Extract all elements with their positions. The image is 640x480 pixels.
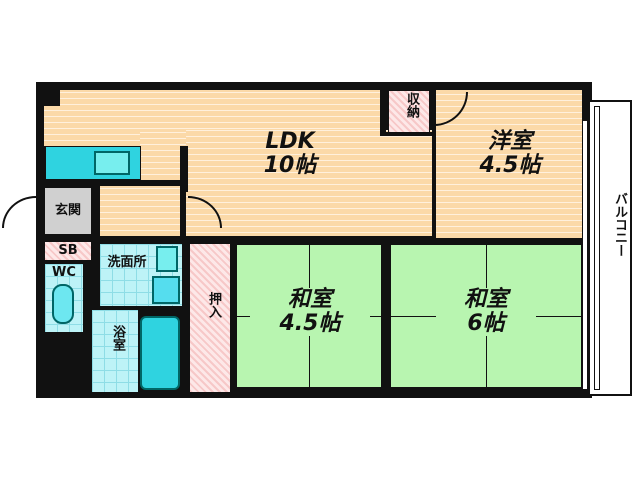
room-washitsu-6 — [390, 244, 582, 388]
oshiire-label: 押入 — [206, 292, 221, 318]
ldk-size: 10帖 — [263, 153, 317, 179]
balcony-label: バルコニー — [612, 192, 627, 257]
sink-icon — [94, 151, 130, 175]
shuno-label: 収納 — [404, 92, 419, 118]
youshitsu-name: 洋室 — [487, 129, 532, 154]
bathtub-icon — [140, 316, 180, 390]
toilet-icon — [52, 284, 74, 324]
window — [582, 120, 588, 390]
room-genkan — [45, 188, 91, 234]
senmen-label: 洗面所 — [107, 255, 147, 270]
washitsu-6-name: 和室 — [463, 287, 508, 312]
ldk-name: LDK — [265, 129, 315, 154]
washitsu-4-5-size: 4.5帖 — [279, 311, 341, 337]
room-sb — [45, 242, 91, 260]
washbasin-icon — [156, 246, 178, 272]
youshitsu-size: 4.5帖 — [479, 153, 541, 179]
kitchen-counter — [45, 146, 141, 180]
entrance-door[interactable] — [2, 196, 36, 228]
washer-icon — [152, 276, 180, 304]
room-oshiire — [190, 244, 230, 392]
yokushitsu-label: 浴室 — [110, 325, 125, 351]
room-youshitsu — [436, 90, 582, 238]
washitsu-4-5-name: 和室 — [287, 287, 332, 312]
washitsu-6-size: 6帖 — [467, 311, 505, 337]
room-yokushitsu — [92, 310, 138, 392]
sb-label: SB — [58, 243, 78, 258]
wc-label: WC — [52, 265, 76, 280]
genkan-label: 玄関 — [54, 203, 81, 218]
balcony: バルコニー — [588, 100, 632, 396]
